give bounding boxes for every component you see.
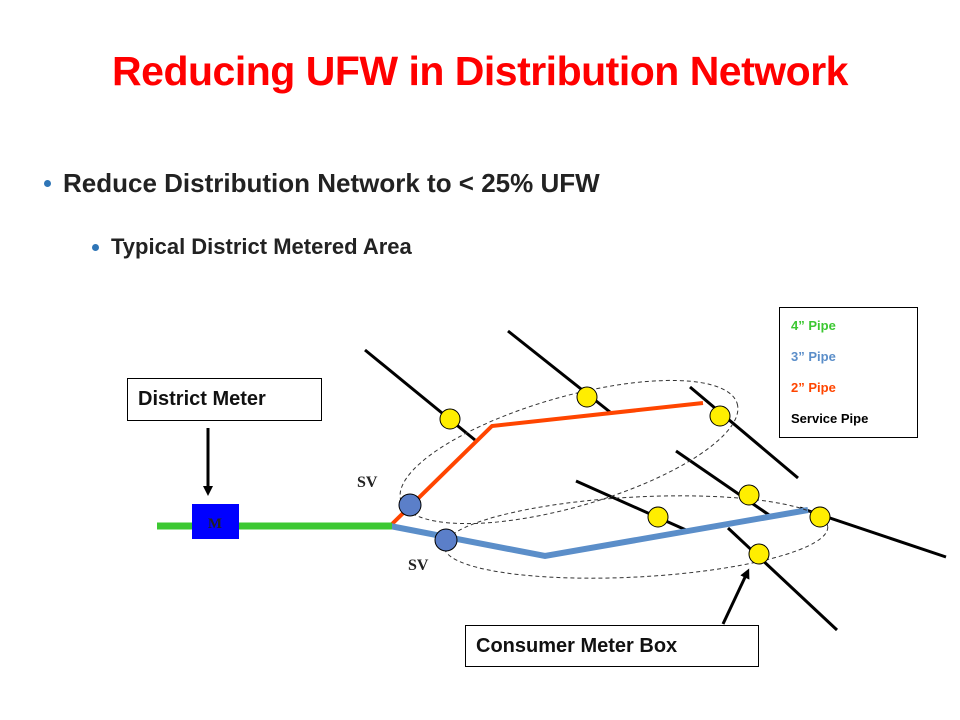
bullet-1-text: Reduce Distribution Network to < 25% UFW xyxy=(63,168,600,198)
consumer-meter-icon xyxy=(709,405,731,427)
bullet-2-text: Typical District Metered Area xyxy=(111,234,412,259)
sluice-valve-icon xyxy=(434,528,458,552)
district-meter-box xyxy=(192,504,239,539)
consumer-meter-icon xyxy=(809,506,831,528)
sluice-valve-icon xyxy=(398,493,422,517)
legend-item-2in-pipe: 2” Pipe xyxy=(791,380,836,395)
service-pipe xyxy=(675,449,773,519)
pipe-2in xyxy=(388,401,704,528)
service-pipes xyxy=(364,329,947,632)
district-meter-label: District Meter xyxy=(127,378,322,421)
bullet-level-2: Typical District Metered Area xyxy=(92,234,412,260)
slide-title: Reducing UFW in Distribution Network xyxy=(112,48,848,94)
service-pipe xyxy=(689,385,799,480)
service-pipe xyxy=(364,348,476,442)
consumer-meter-icon xyxy=(439,408,461,430)
legend-item-3in-pipe: 3” Pipe xyxy=(791,349,836,364)
bullet-dot-icon xyxy=(44,180,51,187)
consumer-meter-icon xyxy=(647,506,669,528)
consumer-meter-icon xyxy=(576,386,598,408)
dma-boundary-lower xyxy=(443,495,829,579)
consumer-meters xyxy=(439,386,831,565)
bullet-level-1: Reduce Distribution Network to < 25% UFW xyxy=(44,168,600,199)
sv-label-lower: SV xyxy=(408,557,429,574)
consumer-meter-box-label: Consumer Meter Box xyxy=(465,625,759,667)
consumer-meter-icon xyxy=(748,543,770,565)
legend-item-service-pipe: Service Pipe xyxy=(791,411,869,426)
service-pipe xyxy=(726,526,839,632)
legend-item-4in-pipe: 4” Pipe xyxy=(791,318,836,333)
district-meter-symbol: M xyxy=(208,516,222,532)
service-pipe xyxy=(575,479,687,532)
sv-label-upper: SV xyxy=(357,474,378,491)
bullet-dot-icon xyxy=(92,243,99,251)
consumer-meter-arrow xyxy=(721,568,750,625)
pipe-legend: 4” Pipe 3” Pipe 2” Pipe Service Pipe xyxy=(779,307,918,438)
consumer-meter-icon xyxy=(738,484,760,506)
